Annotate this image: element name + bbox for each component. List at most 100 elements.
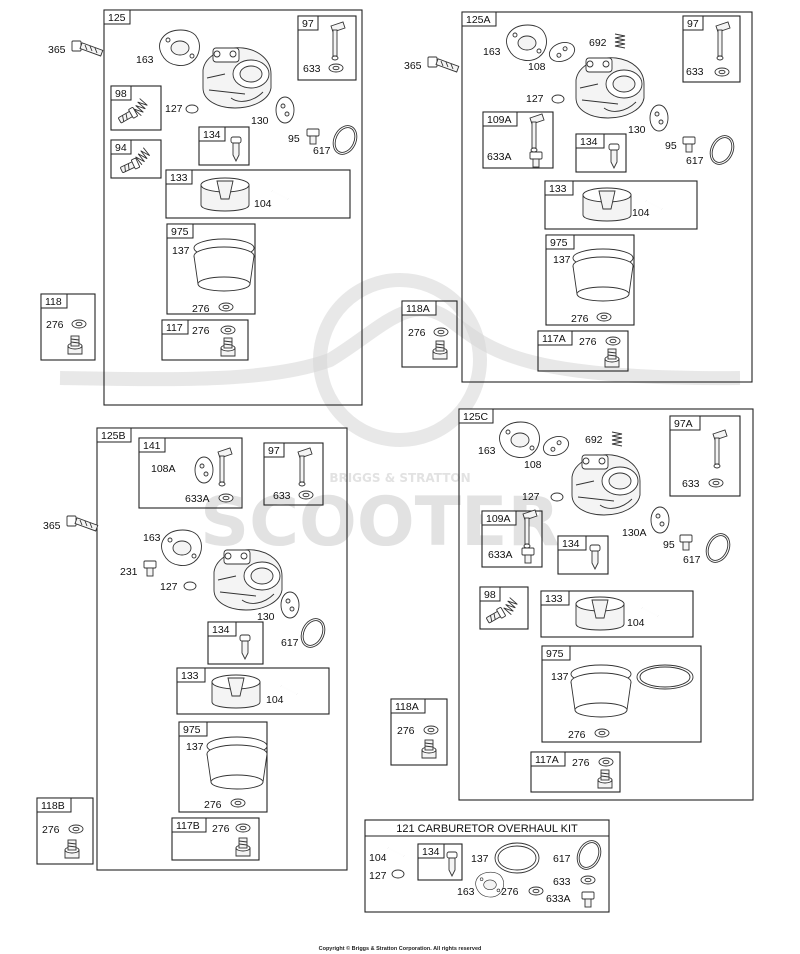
sub-975: 975 [183,724,201,736]
label-617: 617 [686,155,704,167]
sub-975: 975 [550,237,568,249]
sub-98: 98 [115,88,127,100]
box-118A-bottom: 118A 276 [390,698,448,766]
copyright-text: Copyright © Briggs & Stratton Corporatio… [319,945,482,952]
group-125B: 125B 141 108A 633A 97 633 163 231 127 13… [96,427,348,871]
svg-text:276: 276 [408,327,426,339]
label-276: 276 [192,325,210,337]
overhaul-kit-121: 121 CARBURETOR OVERHAUL KIT 104 127 134 … [364,819,610,913]
box-118: 118 276 [40,293,96,361]
label-127: 127 [526,93,544,105]
svg-text:276: 276 [42,824,60,836]
label-163: 163 [483,46,501,58]
label-127: 127 [160,581,178,593]
sub-134: 134 [203,129,221,141]
sub-109A: 109A [487,114,512,126]
label-104: 104 [266,694,284,706]
svg-text:118: 118 [45,296,62,308]
sub-97A: 97A [674,418,693,430]
label-633: 633 [686,66,704,78]
label-108: 108 [524,459,542,471]
sub-975: 975 [546,648,564,660]
label-633A: 633A [488,549,513,561]
sub-134: 134 [562,538,580,550]
sub-97: 97 [302,18,314,30]
label-276: 276 [204,799,222,811]
label-95: 95 [663,539,675,551]
label-137: 137 [471,853,489,865]
group-125A-tag: 125A [466,14,491,26]
label-108: 108 [528,61,546,73]
label-633A: 633A [487,151,512,163]
svg-text:365: 365 [48,44,66,56]
label-95: 95 [288,133,300,145]
sub-94: 94 [115,142,127,154]
label-137: 137 [186,741,204,753]
label-276: 276 [212,823,230,835]
screw-365-a: 365 [48,40,104,57]
svg-text:365: 365 [404,60,422,72]
label-276: 276 [579,336,597,348]
svg-text:118B: 118B [41,800,65,812]
label-95: 95 [665,140,677,152]
sub-975: 975 [171,226,189,238]
label-633: 633 [303,63,321,75]
group-125C-tag: 125C [463,411,489,423]
group-125C: 125C 163 108 692 127 130A 95 617 97A 633… [458,408,754,801]
label-633: 633 [273,490,291,502]
label-130: 130 [628,124,646,136]
sub-97: 97 [268,445,280,457]
label-104: 104 [254,198,272,210]
label-276: 276 [501,886,519,898]
label-108A: 108A [151,463,176,475]
label-617: 617 [683,554,701,566]
label-137: 137 [172,245,190,257]
svg-text:276: 276 [46,319,64,331]
label-617: 617 [313,145,331,157]
screw-365-b: 365 [404,56,460,73]
label-633A: 633A [185,493,210,505]
label-104: 104 [369,852,387,864]
box-118A-top: 118A 276 [401,300,458,368]
label-276: 276 [571,313,589,325]
svg-text:118A: 118A [395,701,419,713]
label-104: 104 [627,617,645,629]
label-137: 137 [551,671,569,683]
svg-text:365: 365 [43,520,61,532]
label-276: 276 [192,303,210,315]
sub-134: 134 [422,846,440,858]
label-692: 692 [585,434,603,446]
label-617: 617 [281,637,299,649]
label-127: 127 [165,103,183,115]
sub-97: 97 [687,18,699,30]
kit-title: 121 CARBURETOR OVERHAUL KIT [396,823,578,835]
svg-text:276: 276 [397,725,415,737]
label-137: 137 [553,254,571,266]
label-163: 163 [136,54,154,66]
sub-117B: 117B [176,820,200,832]
label-163: 163 [143,532,161,544]
sub-117A: 117A [542,333,566,345]
label-276: 276 [572,757,590,769]
label-276: 276 [568,729,586,741]
sub-98: 98 [484,589,496,601]
sub-133: 133 [549,183,567,195]
sub-134: 134 [580,136,598,148]
label-130A: 130A [622,527,647,539]
sub-117A: 117A [535,754,559,766]
group-125: 125 163 127 130 97 633 95 617 98 94 134 [103,9,363,406]
label-231: 231 [120,566,138,578]
screw-365-c: 365 [43,515,99,532]
sub-109A: 109A [486,513,511,525]
svg-text:118A: 118A [406,303,430,315]
label-692: 692 [589,37,607,49]
box-118B: 118B 276 [36,797,94,865]
label-633: 633 [553,876,571,888]
sub-134: 134 [212,624,230,636]
watermark-brand: BRIGGS & STRATTON [329,471,470,485]
label-127: 127 [369,870,387,882]
sub-133: 133 [545,593,563,605]
label-633A: 633A [546,893,571,905]
label-130: 130 [251,115,269,127]
